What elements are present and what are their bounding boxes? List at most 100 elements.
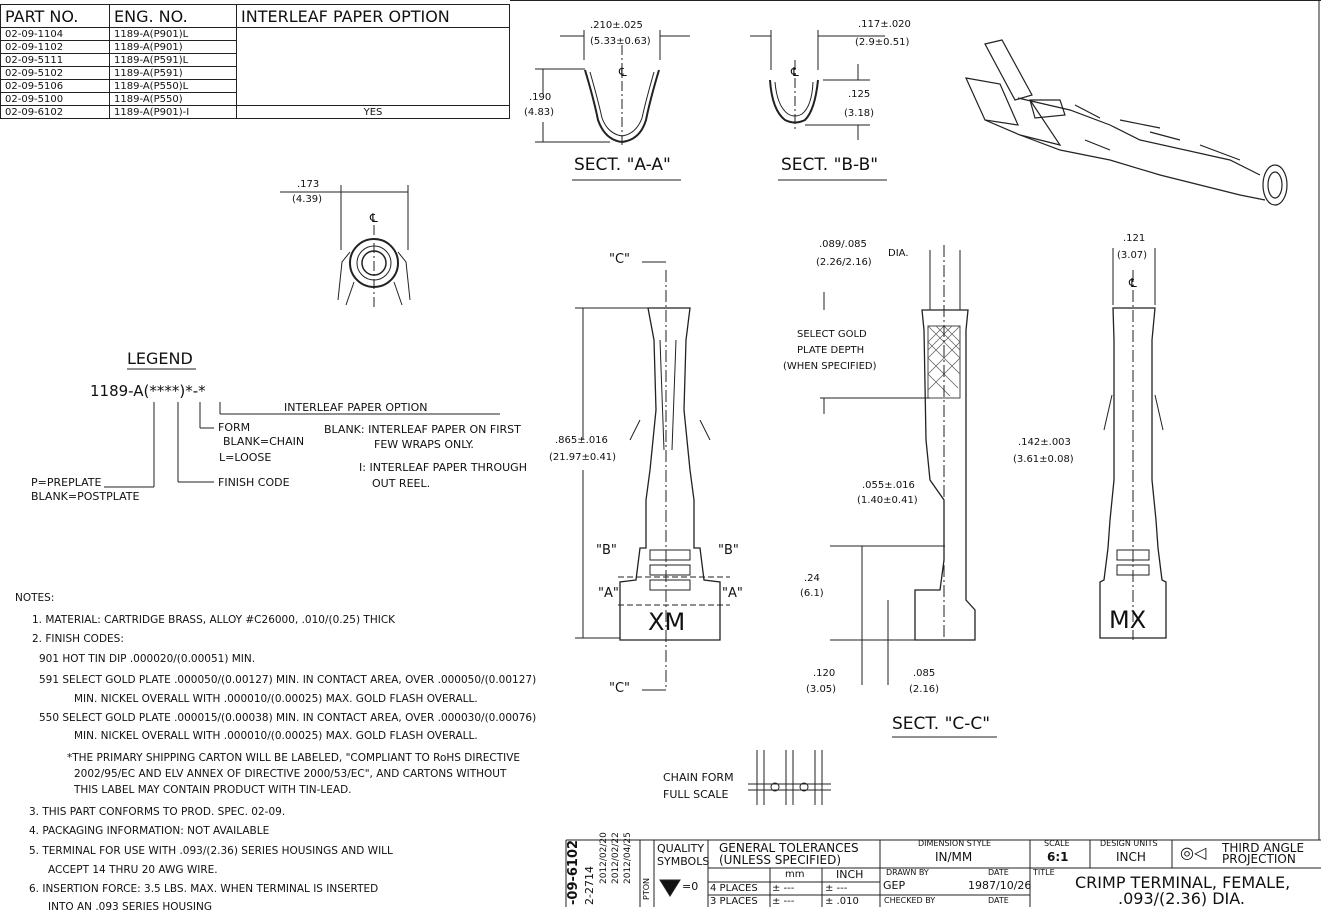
header-eng-no: ENG. NO. (109, 4, 237, 28)
tb-checked-label: CHECKED BY (884, 896, 936, 905)
cc-d085-dim: .085 (913, 668, 936, 679)
legend-code-stars: **** (149, 382, 180, 400)
tb-pm-in-4: ± --- (825, 883, 848, 894)
tb-rev-code: 2-2714 (583, 866, 596, 905)
cc-d055-dim: .055±.016 (862, 480, 915, 491)
tb-dim-style-label: DIMENSION STYLE (918, 839, 992, 848)
tb-pm-mm-3: ± --- (772, 896, 795, 907)
cc-select-3: (WHEN SPECIFIED) (783, 361, 877, 372)
interleaf-cell: YES (236, 105, 510, 119)
legend-i-2: OUT REEL. (372, 477, 431, 490)
note-line: 3. THIS PART CONFORMS TO PROD. SPEC. 02-… (29, 806, 286, 818)
side-view-mark: MX (1109, 606, 1147, 634)
terminal-isometric (964, 39, 1288, 206)
tb-title-label: TITLE (1033, 868, 1055, 877)
section-bb-drawing (750, 30, 887, 181)
tb-drawn-by-label: DRAWN BY (886, 868, 929, 877)
tb-pm-mm-4: ± --- (772, 883, 795, 894)
cc-d120-dim: .120 (813, 668, 836, 679)
side-d121-dim: .121 (1123, 233, 1146, 244)
cc-dia-suffix: DIA. (888, 248, 909, 259)
legend-blank-2: FEW WRAPS ONLY. (374, 438, 474, 451)
tb-gen-tol-2: (UNLESS SPECIFIED) (719, 853, 842, 867)
aa-height-dim: .190 (529, 92, 552, 103)
b-label-right: "B" (718, 543, 739, 558)
tb-date-1: 2012/02/20 (599, 832, 609, 884)
cc-select-1: SELECT GOLD (797, 329, 867, 340)
parts-table: PART NO. ENG. NO. INTERLEAF PAPER OPTION… (0, 4, 510, 119)
note-line: 2002/95/EC AND ELV ANNEX OF DIRECTIVE 20… (74, 768, 507, 780)
tb-scale: 6:1 (1047, 850, 1069, 864)
legend-form-label: FORM (218, 421, 251, 434)
b-label-left: "B" (596, 543, 617, 558)
length-dim-mm: (21.97±0.41) (549, 452, 617, 463)
tb-pton: PTON (642, 878, 651, 900)
section-cc-drawing (820, 245, 997, 738)
tb-places4: 4 PLACES (710, 883, 758, 894)
note-line: 5. TERMINAL FOR USE WITH .093/(2.36) SER… (29, 845, 393, 857)
legend-i-1: I: INTERLEAF PAPER THROUGH (359, 461, 527, 474)
note-line: 6. INSERTION FORCE: 3.5 LBS. MAX. WHEN T… (29, 883, 379, 895)
tb-projection-1: THIRD ANGLE (1222, 841, 1305, 855)
tb-drawn-by: GEP (883, 879, 906, 892)
tb-title-2: .093/(2.36) DIA. (1118, 889, 1245, 908)
legend-plate-2: BLANK=POSTPLATE (31, 490, 140, 503)
legend-blank-1: BLANK: INTERLEAF PAPER ON FIRST (324, 423, 521, 436)
tb-doc-no: -09-6102 (566, 839, 581, 905)
side-d142-mm: (3.61±0.08) (1013, 454, 1074, 465)
front-view-mark: XM (648, 608, 686, 636)
side-view-drawing (1099, 248, 1167, 640)
c-label-top: "C" (609, 252, 631, 267)
chain-form-drawing (748, 750, 831, 805)
cc-dia-dim: .089/.085 (819, 239, 867, 250)
note-line: 1. MATERIAL: CARTRIDGE BRASS, ALLOY #C26… (32, 614, 396, 626)
side-centerline-icon: ℄ (1129, 276, 1137, 290)
legend-title: LEGEND (127, 349, 193, 368)
side-d121-mm: (3.07) (1117, 250, 1148, 261)
aa-centerline-icon: ℄ (619, 65, 627, 79)
part-no: 02-09-6102 (0, 105, 110, 119)
tb-eq0: =0 (682, 880, 699, 893)
tb-projection-2: PROJECTION (1222, 852, 1296, 866)
cc-d120-mm: (3.05) (806, 684, 837, 695)
title-block-lines (565, 839, 1321, 907)
tb-date-2: 2012/02/22 (611, 832, 621, 884)
aa-width-mm: (5.33±0.63) (590, 36, 651, 47)
a-label-left: "A" (598, 586, 619, 601)
chain-line-2: FULL SCALE (663, 788, 729, 801)
tb-drawn-date: 1987/10/26 (968, 879, 1032, 892)
side-d142-dim: .142±.003 (1018, 437, 1071, 448)
cc-d24-mm: (6.1) (800, 588, 824, 599)
legend-code: 1189-A(****)*-* (90, 384, 206, 399)
section-aa-drawing (535, 30, 690, 181)
legend-finish-label: FINISH CODE (218, 476, 290, 489)
notes-title: NOTES: (15, 592, 55, 604)
legend-interleaf-label: INTERLEAF PAPER OPTION (284, 401, 428, 414)
chain-line-1: CHAIN FORM (663, 771, 734, 784)
legend-form-loose: L=LOOSE (219, 451, 272, 464)
note-line: 2. FINISH CODES: (32, 633, 124, 645)
note-line: MIN. NICKEL OVERALL WITH .000010/(0.0002… (74, 693, 478, 705)
note-line: 591 SELECT GOLD PLATE .000050/(0.00127) … (39, 674, 537, 686)
tb-quality: QUALITY (657, 842, 705, 855)
tb-date-label: DATE (988, 868, 1009, 877)
cc-select-2: PLATE DEPTH (797, 345, 865, 356)
note-line: 901 HOT TIN DIP .000020/(0.00051) MIN. (39, 653, 256, 665)
header-part-no: PART NO. (0, 4, 110, 28)
cc-d085-mm: (2.16) (909, 684, 940, 695)
end-view-dim-mm: (4.39) (292, 194, 323, 205)
a-label-right: "A" (722, 586, 743, 601)
tb-date-label-2: DATE (988, 896, 1009, 905)
end-view-dim: .173 (297, 179, 320, 190)
legend-code-prefix: 1189-A( (90, 382, 150, 400)
front-view-drawing (575, 261, 730, 691)
note-line: *THE PRIMARY SHIPPING CARTON WILL BE LAB… (67, 752, 521, 764)
legend-form-chain: BLANK=CHAIN (223, 435, 305, 448)
tb-dim-style: IN/MM (935, 850, 973, 864)
note-line: 550 SELECT GOLD PLATE .000015/(0.00038) … (39, 712, 537, 724)
